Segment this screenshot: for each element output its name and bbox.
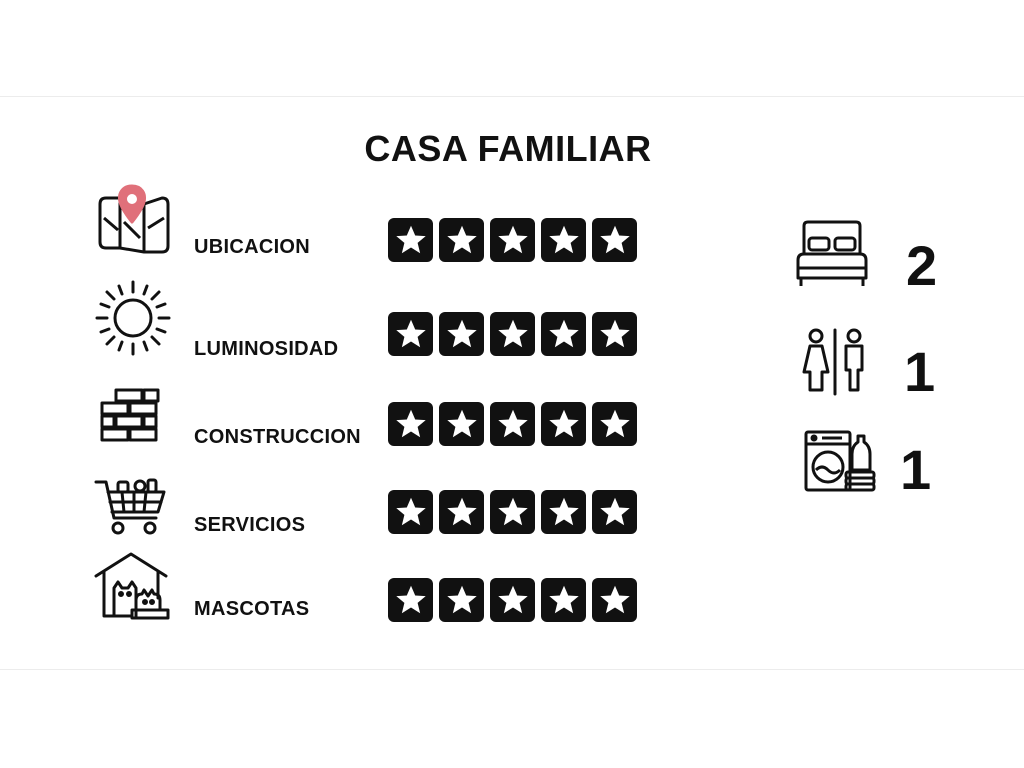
star-icon (541, 402, 586, 446)
star-icon (592, 218, 637, 262)
star-icon (541, 578, 586, 622)
rating-row-servicios: SERVICIOS (0, 468, 700, 558)
star-icon (541, 490, 586, 534)
star-icon (388, 312, 433, 356)
star-icon (490, 312, 535, 356)
star-rating (388, 578, 637, 622)
rating-row-luminosidad: LUMINOSIDAD (0, 278, 700, 368)
rating-row-construccion: CONSTRUCCION (0, 380, 700, 470)
star-icon (439, 490, 484, 534)
star-icon (439, 312, 484, 356)
rating-label: CONSTRUCCION (194, 426, 361, 448)
rating-row-ubicacion: UBICACION (0, 182, 700, 272)
feature-laundry: 1 (804, 430, 1004, 510)
star-icon (490, 402, 535, 446)
rating-label: MASCOTAS (194, 598, 310, 620)
info-card (0, 96, 1024, 670)
star-icon (490, 578, 535, 622)
star-icon (592, 490, 637, 534)
star-icon (592, 402, 637, 446)
bed-icon (796, 220, 868, 293)
star-icon (592, 312, 637, 356)
star-icon (439, 402, 484, 446)
sun-icon (94, 278, 172, 356)
map-pin-icon (94, 182, 172, 260)
star-icon (388, 578, 433, 622)
laundry-count: 1 (900, 438, 932, 501)
feature-bedrooms: 2 (796, 220, 996, 300)
rating-label: LUMINOSIDAD (194, 338, 339, 360)
restroom-icon (800, 328, 870, 401)
feature-bathrooms: 1 (800, 328, 1000, 408)
pet-house-icon (94, 552, 172, 630)
star-icon (592, 578, 637, 622)
rating-row-mascotas: MASCOTAS (0, 552, 700, 642)
bathroom-count: 1 (904, 340, 936, 403)
star-rating (388, 218, 637, 262)
star-icon (388, 490, 433, 534)
rating-label: UBICACION (194, 236, 311, 258)
star-rating (388, 312, 637, 356)
washing-machine-icon (804, 430, 876, 499)
star-icon (490, 490, 535, 534)
rating-label: SERVICIOS (194, 514, 306, 536)
star-icon (541, 218, 586, 262)
star-icon (388, 402, 433, 446)
star-icon (541, 312, 586, 356)
brick-wall-icon (94, 382, 172, 460)
bedroom-count: 2 (906, 234, 938, 297)
star-icon (439, 578, 484, 622)
star-icon (490, 218, 535, 262)
star-rating (388, 402, 637, 446)
star-rating (388, 490, 637, 534)
page-title: CASA FAMILIAR (364, 128, 652, 169)
shopping-cart-icon (94, 470, 172, 548)
star-icon (439, 218, 484, 262)
star-icon (388, 218, 433, 262)
